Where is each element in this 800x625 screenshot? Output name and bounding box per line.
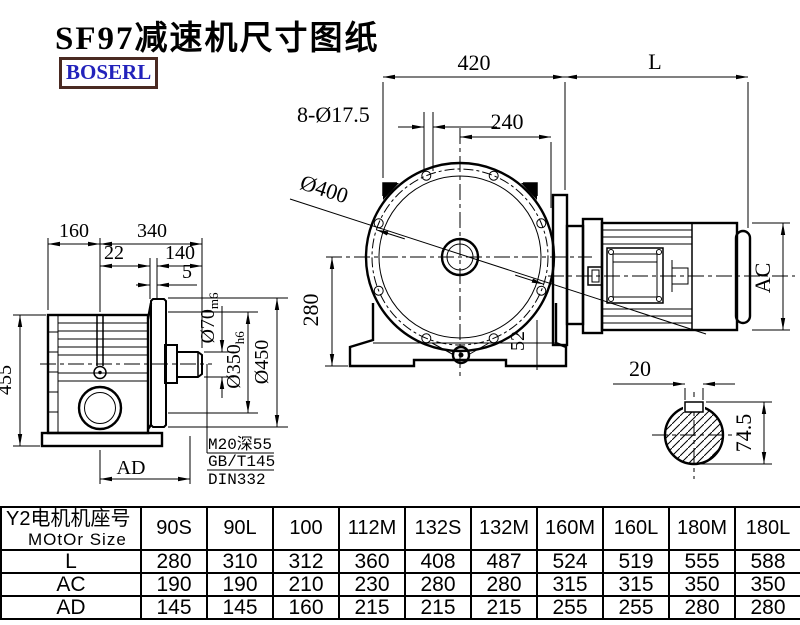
table-row-L: L 280 310 312 360 408 487 524 519 555 58… [0,549,800,574]
dim-420: 420 [458,50,491,75]
col-160M: 160M [536,506,604,551]
note-din332: DIN332 [208,471,266,489]
col-112M: 112M [338,506,406,551]
col-180L: 180L [734,506,800,551]
brand-logo: BOSERL [59,57,159,89]
dim-52: 52 [507,331,529,351]
table-header-row: Y2电机机座号 MOtOr Size 90S 90L 100 112M 132S… [0,506,800,551]
col-180M: 180M [668,506,736,551]
dim-L: L [648,49,661,74]
side-view [40,298,212,448]
dim-AD: AD [117,457,146,479]
motor-view [548,221,795,332]
header-cn: Y2电机机座号 [6,508,131,530]
note-m20: M20深55 [208,435,272,454]
note-gbt145: GB/T145 [208,453,275,471]
table-header-motor-size: Y2电机机座号 MOtOr Size [0,506,142,551]
dim-340: 340 [137,220,167,242]
dim-74.5: 74.5 [731,414,756,453]
col-100: 100 [272,506,340,551]
col-90L: 90L [206,506,274,551]
col-132M: 132M [470,506,538,551]
dim-AC: AC [750,263,775,294]
dim-dia450: Ø450 [251,340,273,384]
dim-140: 140 [165,242,195,264]
dim-dia70: Ø70m6 [197,292,221,344]
page-title: SF97减速机尺寸图纸 [55,21,380,57]
dim-dia400: Ø400 [297,169,351,208]
col-132S: 132S [404,506,472,551]
dim-holes: 8-Ø17.5 [297,102,370,127]
technical-drawing: 160 340 22 140 5 455 AD Ø70m6 Ø350h6 Ø45… [0,49,795,489]
dim-240: 240 [491,109,524,134]
dim-dia350: Ø350h6 [223,331,247,389]
motor-size-table: Y2电机机座号 MOtOr Size 90S 90L 100 112M 132S… [0,506,800,620]
dim-280: 280 [298,294,323,327]
dim-22: 22 [104,242,124,264]
front-view [326,128,604,378]
dim-20: 20 [629,356,651,381]
col-160L: 160L [602,506,670,551]
table-row-AC: AC 190 190 210 230 280 280 315 315 350 3… [0,572,800,597]
shaft-section: 20 74.5 [613,356,772,479]
front-view-dimensions: 420 L 240 8-Ø17.5 Ø400 280 52 [289,49,749,370]
dim-160: 160 [59,220,89,242]
table-row-AD: AD 145 145 160 215 215 215 255 255 280 2… [0,595,800,620]
dim-455: 455 [0,365,16,395]
side-view-dimensions: 160 340 22 140 5 455 AD Ø70m6 Ø350h6 Ø45… [0,220,288,489]
dim-5: 5 [182,261,192,283]
header-en: MOtOr Size [28,530,127,549]
motor-dimensions: AC [750,222,790,331]
col-90S: 90S [140,506,208,551]
